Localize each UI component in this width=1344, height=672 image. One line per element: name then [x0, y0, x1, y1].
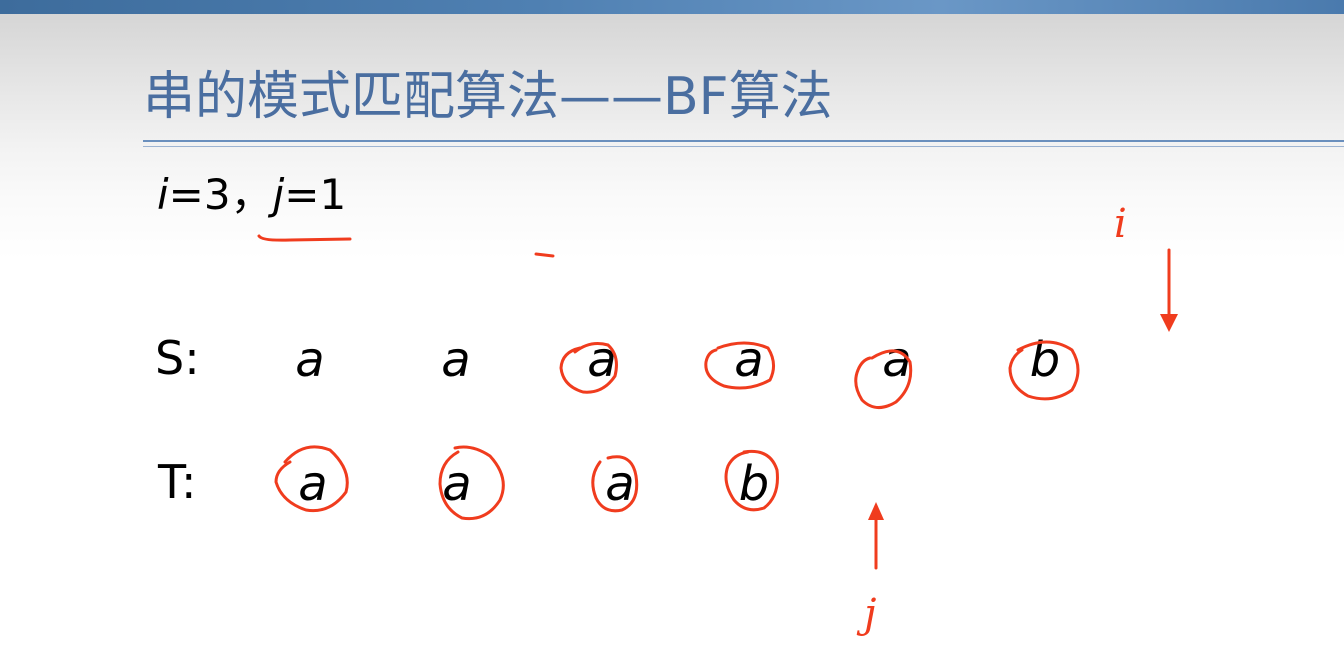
circle-t2 — [438, 445, 505, 521]
i-variable: i — [157, 170, 169, 219]
circle-t4 — [724, 449, 779, 512]
source-char: a — [734, 332, 764, 388]
title-underline-thin — [143, 146, 1344, 147]
index-values: i=3，j=1 — [157, 166, 346, 224]
j-pointer-label: j — [864, 591, 877, 637]
circle-s5 — [854, 349, 913, 409]
i-pointer-label: i — [1114, 201, 1127, 247]
j-variable: j — [272, 170, 285, 219]
j-value: =1 — [284, 170, 347, 219]
circle-t1 — [274, 445, 349, 513]
source-char: a — [882, 332, 912, 388]
title-underline — [143, 140, 1344, 142]
top-accent-bar — [0, 0, 1344, 14]
circle-s3 — [559, 342, 618, 394]
pattern-char: a — [298, 456, 328, 512]
j-underline — [257, 234, 352, 242]
stray-dash — [534, 252, 555, 258]
i-value: =3， — [168, 170, 273, 219]
circle-s6 — [1008, 340, 1080, 401]
pattern-char: a — [442, 456, 472, 512]
slide-title: 串的模式匹配算法——BF算法 — [143, 67, 833, 127]
circle-s4 — [704, 341, 775, 390]
i-arrow-head — [1160, 314, 1178, 332]
source-char: a — [295, 332, 325, 388]
circle-t3 — [591, 455, 639, 513]
pattern-char: b — [738, 456, 770, 512]
source-char: a — [441, 332, 471, 388]
source-label: S: — [155, 331, 200, 385]
pattern-label: T: — [158, 455, 197, 509]
j-arrow-head — [868, 502, 884, 520]
